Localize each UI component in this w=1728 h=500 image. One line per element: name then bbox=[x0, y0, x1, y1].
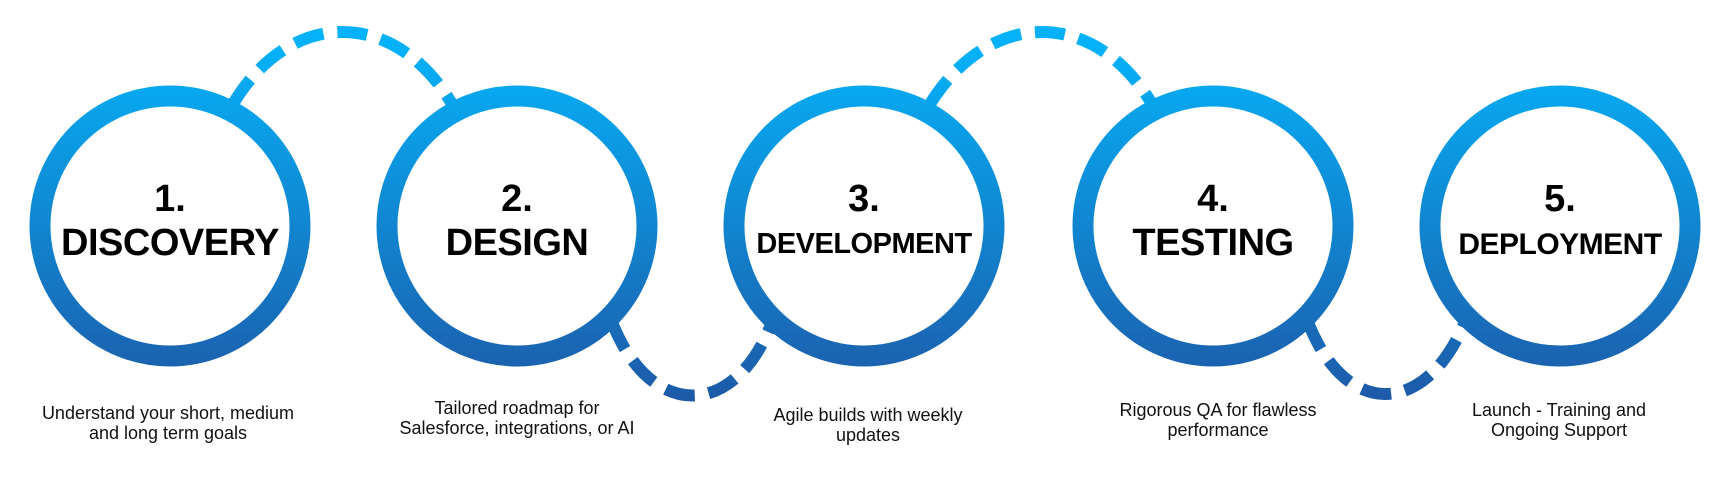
step-4-description: Rigorous QA for flawless performance bbox=[1068, 400, 1368, 440]
step-3-description: Agile builds with weekly updates bbox=[718, 405, 1018, 445]
desc-line: Rigorous QA for flawless bbox=[1119, 400, 1317, 420]
connector-4-5 bbox=[1302, 319, 1471, 400]
connector-2-3 bbox=[606, 319, 778, 402]
step-number: 3. bbox=[848, 178, 880, 220]
desc-line: Launch - Training and bbox=[1471, 400, 1647, 420]
desc-line: and long term goals bbox=[88, 423, 248, 443]
desc-line: Agile builds with weekly bbox=[773, 405, 963, 425]
desc-line: updates bbox=[835, 425, 901, 445]
desc-line: performance bbox=[1167, 420, 1269, 440]
step-title: DESIGN bbox=[445, 222, 589, 264]
step-5-description: Launch - Training and Ongoing Support bbox=[1409, 400, 1709, 440]
desc-line: Tailored roadmap for bbox=[434, 398, 600, 418]
connector-3-4 bbox=[924, 26, 1158, 108]
step-title: DEVELOPMENT bbox=[756, 228, 972, 260]
desc-line: Ongoing Support bbox=[1490, 420, 1628, 440]
desc-line: Salesforce, integrations, or AI bbox=[399, 418, 635, 438]
step-number: 4. bbox=[1197, 178, 1229, 220]
step-title: TESTING bbox=[1132, 222, 1294, 264]
connector-1-2 bbox=[227, 26, 458, 108]
step-number: 5. bbox=[1544, 178, 1576, 220]
step-ring-2 bbox=[376, 85, 658, 367]
step-ring-5 bbox=[1419, 85, 1701, 367]
step-1-description: Understand your short, medium and long t… bbox=[18, 403, 318, 443]
step-ring-3 bbox=[723, 85, 1005, 367]
step-2-description: Tailored roadmap for Salesforce, integra… bbox=[367, 398, 667, 438]
step-number: 2. bbox=[501, 178, 533, 220]
step-title: DEPLOYMENT bbox=[1458, 228, 1662, 261]
step-title: DISCOVERY bbox=[61, 222, 279, 264]
desc-line: Understand your short, medium bbox=[41, 403, 295, 423]
step-number: 1. bbox=[154, 178, 186, 220]
step-ring-1 bbox=[29, 85, 311, 367]
step-ring-4 bbox=[1072, 85, 1354, 367]
